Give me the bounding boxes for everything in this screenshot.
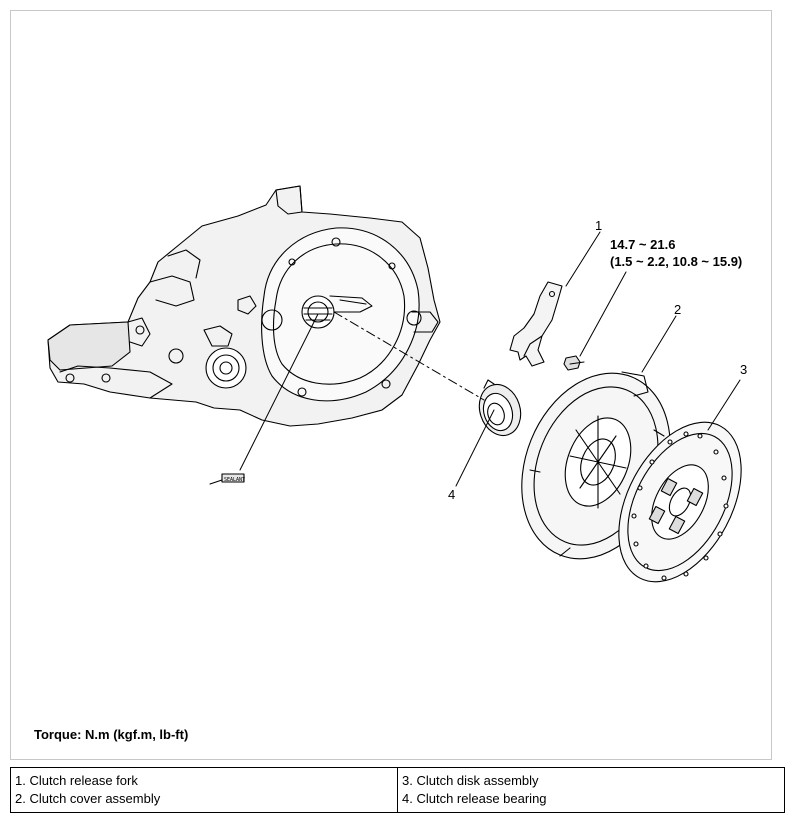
legend-column-right: 3. Clutch disk assembly 4. Clutch releas… xyxy=(397,768,784,812)
callout-3: 3 xyxy=(740,362,748,377)
leader-line-1 xyxy=(565,231,601,287)
legend-item-3: 3. Clutch disk assembly xyxy=(402,773,539,788)
legend-item-4: 4. Clutch release bearing xyxy=(402,791,547,806)
clutch-release-bearing-illustration xyxy=(478,379,522,437)
callout-2: 2 xyxy=(674,302,682,317)
sealant-decal xyxy=(209,473,245,485)
legend-item-1: 1. Clutch release fork xyxy=(15,773,138,788)
torque-value-alt: (1.5 ~ 2.2, 10.8 ~ 15.9) xyxy=(610,254,743,269)
clutch-release-fork-illustration xyxy=(509,281,563,367)
transaxle-housing-illustration xyxy=(47,185,441,427)
bolt-illustration xyxy=(563,355,585,371)
leader-lines xyxy=(239,231,741,487)
parts-legend-table: 1. Clutch release fork 2. Clutch cover a… xyxy=(10,767,785,813)
torque-value-nm: 14.7 ~ 21.6 xyxy=(610,237,676,252)
exploded-clutch-diagram: SEALANT xyxy=(47,185,742,583)
callout-4: 4 xyxy=(448,487,456,502)
callout-1: 1 xyxy=(595,218,603,233)
clutch-disk-assembly-illustration xyxy=(618,421,742,583)
leader-line-2 xyxy=(641,315,677,373)
leader-line-4 xyxy=(455,409,495,487)
legend-item-2: 2. Clutch cover assembly xyxy=(15,791,161,806)
leader-line-sealant xyxy=(239,313,319,471)
legend-column-left: 1. Clutch release fork 2. Clutch cover a… xyxy=(11,768,397,812)
leader-line-torque xyxy=(579,271,627,357)
torque-units-note: Torque: N.m (kgf.m, lb-ft) xyxy=(34,727,189,742)
sealant-decal-label: SEALANT xyxy=(224,477,245,483)
leader-line-3 xyxy=(707,379,741,431)
